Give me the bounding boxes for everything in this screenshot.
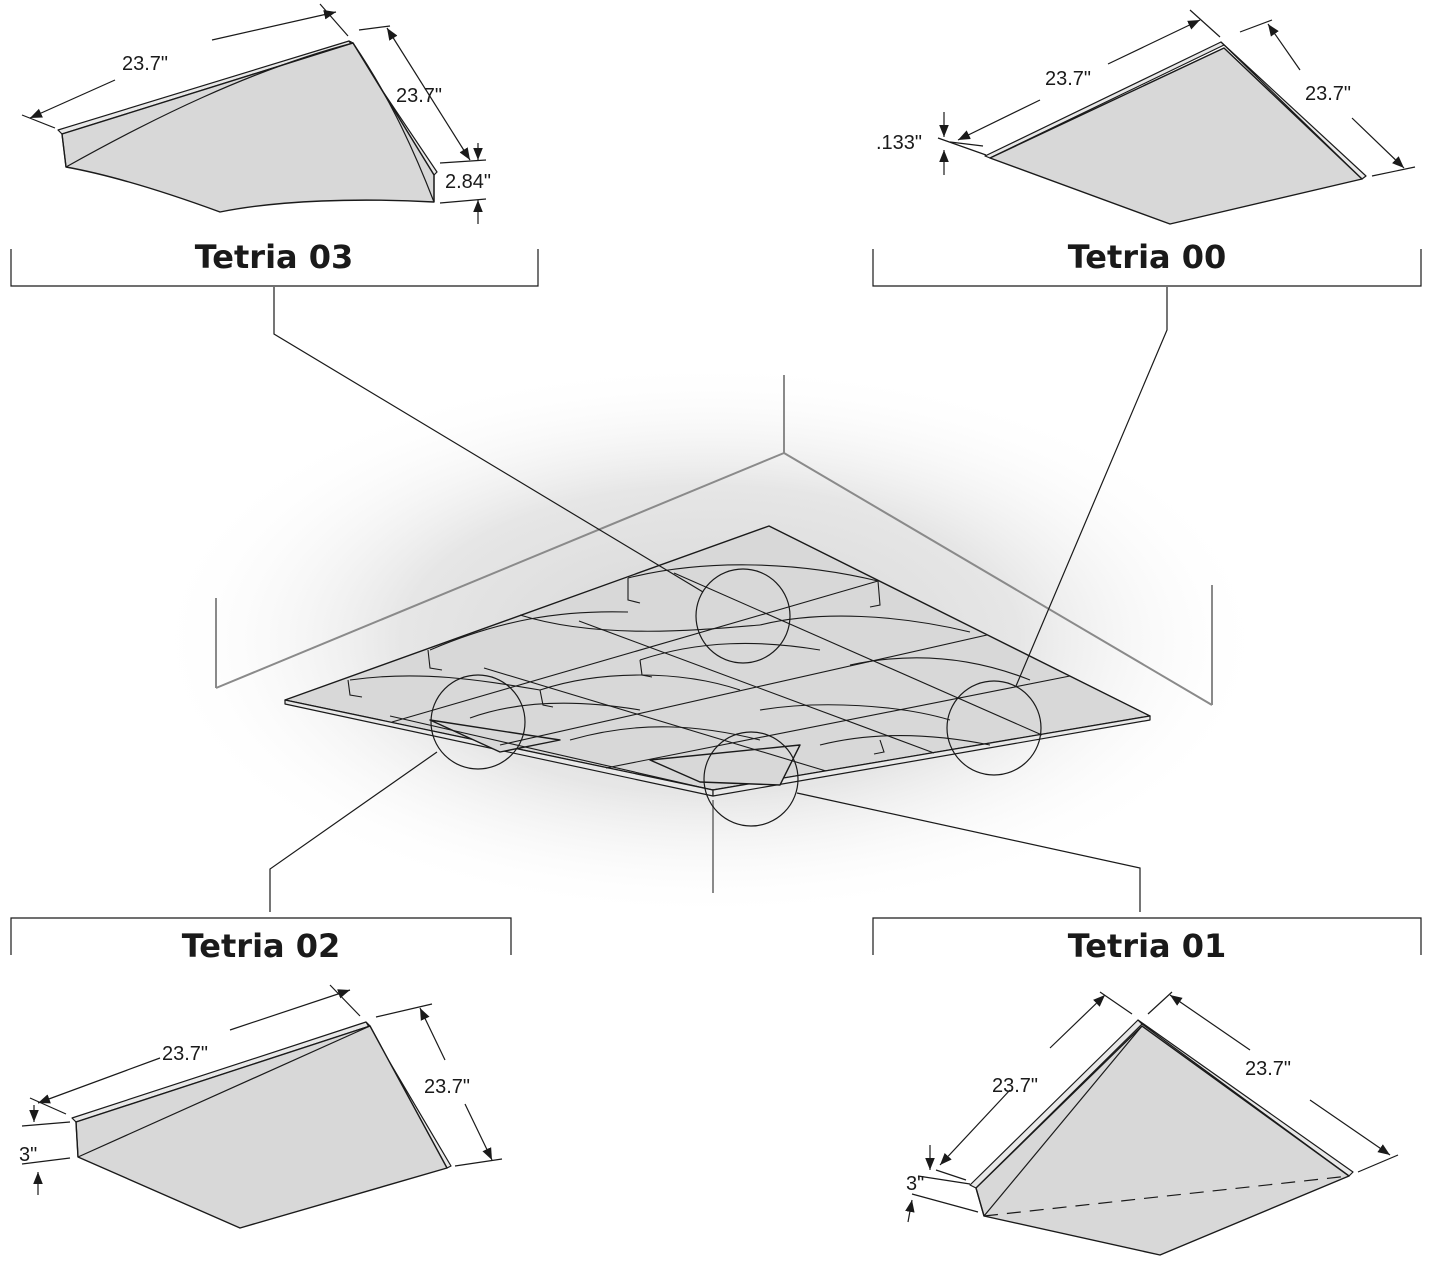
tile-array: [284, 525, 1151, 797]
t02-dim-a: 23.7": [162, 1043, 208, 1065]
t02-title: Tetria 02: [182, 927, 341, 965]
callout-circle-t02: [430, 674, 526, 770]
callout-circles: [430, 568, 1042, 827]
t01-title: Tetria 01: [1068, 927, 1227, 965]
room-corner-lines: [215, 375, 1213, 893]
t00-dim-a: 23.7": [1045, 68, 1091, 90]
t03-title-bracket: [10, 249, 539, 287]
t01-dim-a: 23.7": [992, 1075, 1038, 1097]
t03-dim-a: 23.7": [122, 53, 168, 75]
t02-title-bracket: [10, 917, 512, 955]
t03-dim-c: 2.84": [445, 171, 491, 193]
callout-circle-t00: [946, 680, 1042, 776]
tile-detail-t03: 23.7" 23.7" 2.84" Tetria 03: [10, 3, 539, 287]
t01-title-bracket: [872, 917, 1422, 955]
callout-circle-t01: [703, 731, 799, 827]
t00-title: Tetria 00: [1068, 238, 1227, 276]
t00-title-bracket: [872, 249, 1422, 287]
ceiling-assembly: [150, 287, 1270, 920]
t00-dim-b: 23.7": [1305, 83, 1351, 105]
callout-circle-t03: [695, 568, 791, 664]
t01-dim-b: 23.7": [1245, 1058, 1291, 1080]
tile-detail-t02: Tetria 02 23.7" 23.7" 3": [10, 917, 512, 1229]
tile-detail-t01: Tetria 01 23.7" 23.7" 3": [872, 917, 1422, 1256]
t02-dim-c: 3": [19, 1144, 37, 1166]
t03-dim-b: 23.7": [396, 85, 442, 107]
t01-dim-c: 3": [906, 1173, 924, 1195]
t02-dim-b: 23.7": [424, 1076, 470, 1098]
leader-lines: [269, 287, 1168, 912]
t03-title: Tetria 03: [195, 238, 354, 276]
t00-dim-c: .133": [876, 132, 922, 154]
tile-detail-t00: 23.7" 23.7" .133" Tetria 00: [872, 9, 1422, 287]
